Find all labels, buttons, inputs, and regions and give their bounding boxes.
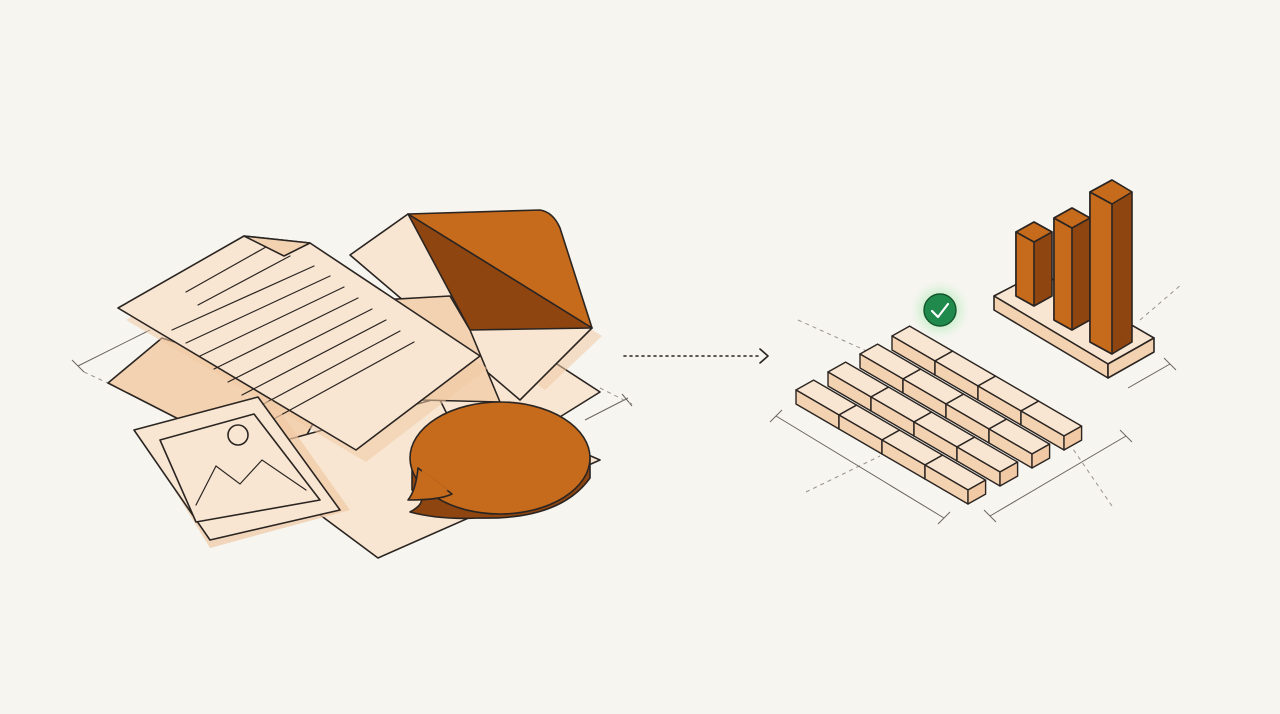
grid-block-end [967,479,987,505]
dotted-arrow-icon [623,348,769,364]
chart-bar-tall [1089,179,1133,355]
document-icon [117,235,488,462]
right-dimension-lines [769,283,1183,525]
image-icon [133,396,350,548]
grid-block-end [999,461,1019,487]
structured-output [769,179,1183,525]
chart-bar-short [1015,221,1053,307]
document-text-lines [171,246,415,422]
speech-bubble-icon [407,401,591,520]
unstructured-inputs [71,209,633,559]
block-grid-icon [795,325,1083,505]
chart-bar-mid [1053,207,1091,331]
bar-chart-icon [993,179,1155,379]
check-badge-icon [910,280,970,340]
grid-block-end [1031,443,1051,469]
grid-block-end [1063,425,1083,451]
